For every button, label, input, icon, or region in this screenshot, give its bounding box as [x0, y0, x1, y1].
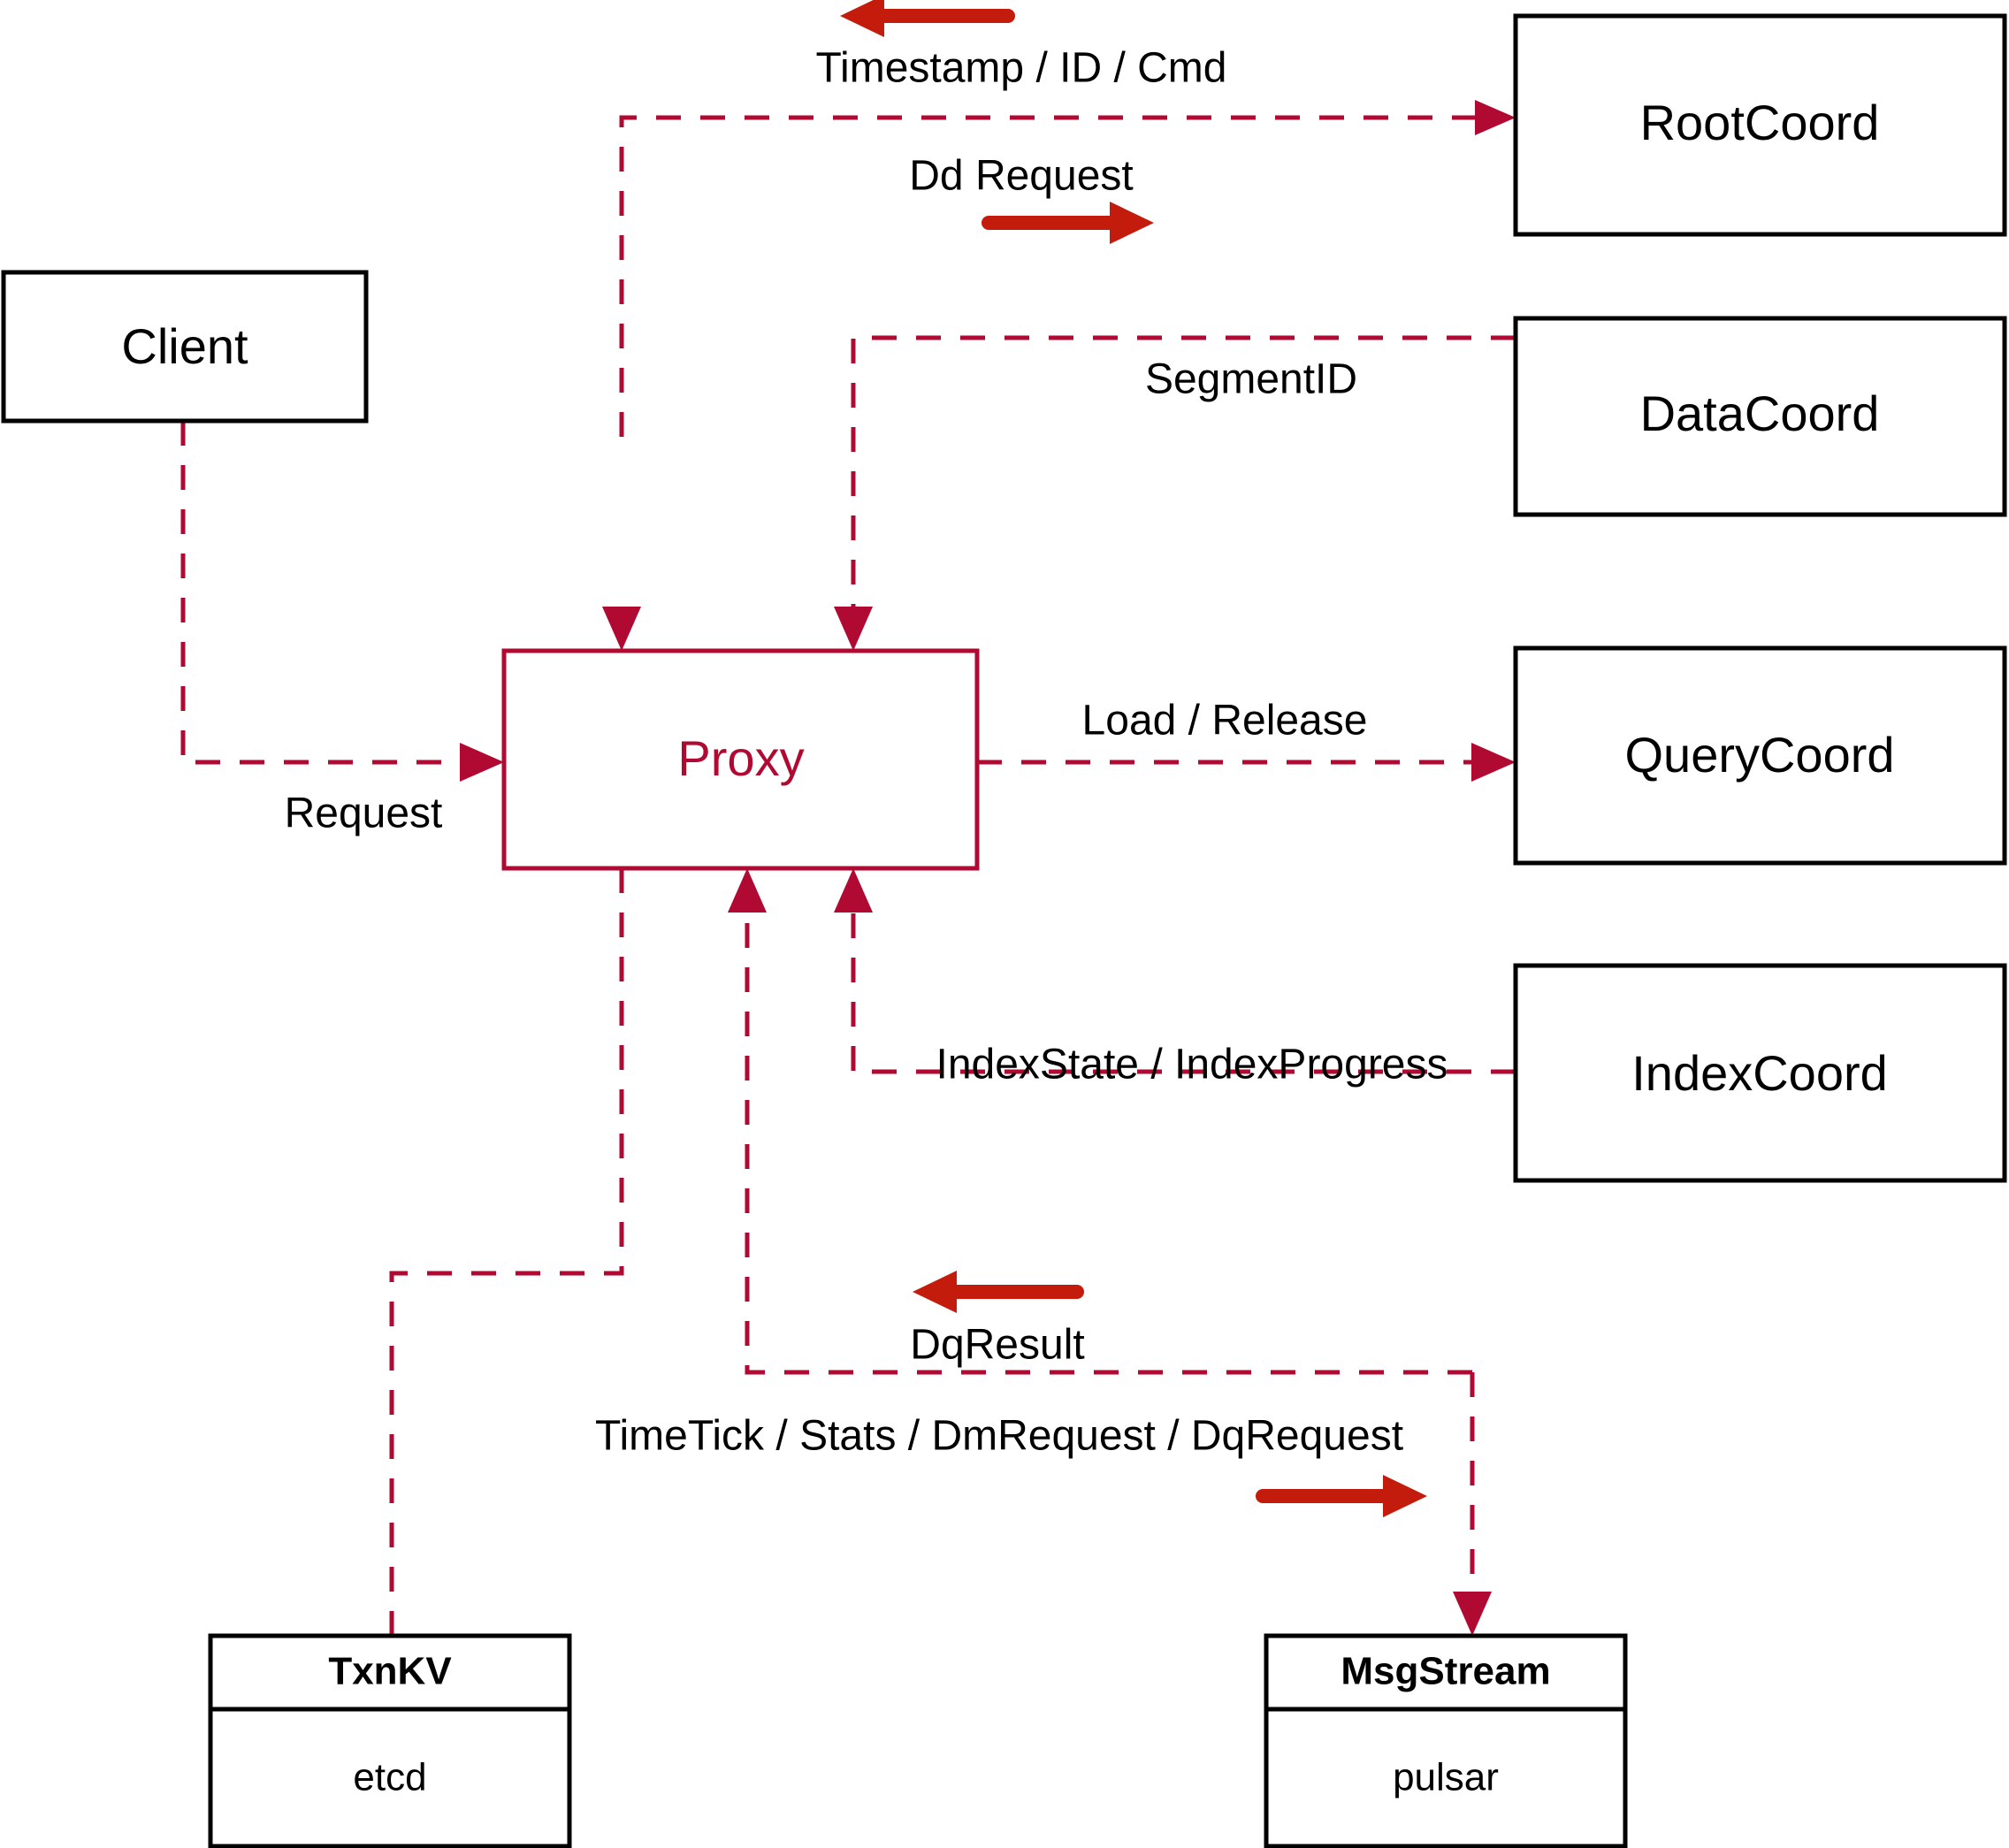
- edge-indexcoord-to-proxy: [834, 868, 1516, 1074]
- direction-arrow-dqresult-left: [913, 1271, 1084, 1313]
- node-client-label: Client: [121, 318, 248, 374]
- direction-arrow-dd-request-right: [982, 202, 1154, 244]
- edge-label-dq-result: DqResult: [910, 1322, 1084, 1369]
- node-datacoord[interactable]: DataCoord: [1513, 316, 2007, 517]
- edge-label-dd-request: Dd Request: [909, 153, 1133, 200]
- node-txnkv-label: TxnKV: [328, 1650, 452, 1693]
- node-proxy-label: Proxy: [677, 730, 804, 786]
- edge-msgstream-to-proxy: [728, 868, 1472, 1375]
- node-querycoord-label: QueryCoord: [1624, 727, 1894, 783]
- direction-arrow-timestamp-left: [840, 0, 1015, 37]
- node-rootcoord[interactable]: RootCoord: [1513, 13, 2007, 237]
- node-rootcoord-label: RootCoord: [1640, 95, 1880, 150]
- edge-proxy-to-rootcoord: [602, 100, 1516, 651]
- node-txnkv[interactable]: TxnKV etcd: [208, 1633, 572, 1848]
- edge-proxy-to-querycoord: [977, 743, 1516, 782]
- edge-label-segment-id: SegmentID: [1145, 356, 1357, 403]
- node-msgstream-sublabel: pulsar: [1393, 1756, 1499, 1799]
- edge-label-load-release: Load / Release: [1082, 698, 1368, 745]
- edge-label-index-state-progress: IndexState / IndexProgress: [936, 1042, 1448, 1088]
- edge-proxy-to-msgstream: [1453, 1372, 1492, 1636]
- node-msgstream-label: MsgStream: [1341, 1650, 1550, 1693]
- edge-client-to-proxy: [180, 421, 504, 782]
- node-client[interactable]: Client: [1, 270, 369, 424]
- node-msgstream[interactable]: MsgStream pulsar: [1264, 1633, 1628, 1848]
- edge-datacoord-to-proxy: [834, 335, 1516, 651]
- node-indexcoord[interactable]: IndexCoord: [1513, 963, 2007, 1183]
- direction-arrow-timetick-right: [1256, 1475, 1427, 1517]
- node-datacoord-label: DataCoord: [1640, 386, 1880, 441]
- node-proxy[interactable]: Proxy: [501, 648, 980, 871]
- node-indexcoord-label: IndexCoord: [1631, 1045, 1888, 1101]
- edge-label-request: Request: [285, 790, 443, 837]
- edge-label-timetick-stats: TimeTick / Stats / DmRequest / DqRequest: [595, 1413, 1403, 1460]
- edge-proxy-to-txnkv: [389, 868, 624, 1636]
- node-querycoord[interactable]: QueryCoord: [1513, 645, 2007, 866]
- edge-label-timestamp-id-cmd: Timestamp / ID / Cmd: [816, 45, 1227, 92]
- node-txnkv-sublabel: etcd: [353, 1756, 426, 1799]
